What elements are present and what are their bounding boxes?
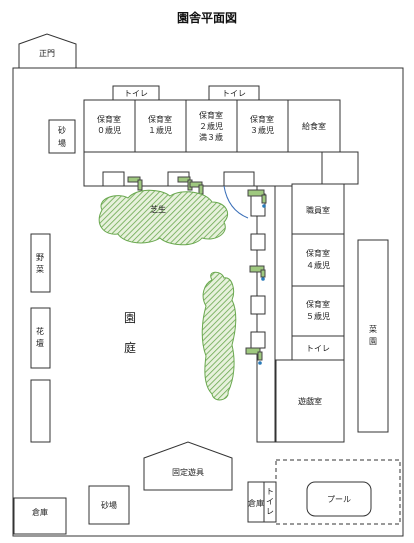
room-3yr: 保育室 ３歳児 <box>236 99 289 153</box>
toilet-bottom: ト イ レ <box>263 481 277 523</box>
staff-room: 職員室 <box>291 183 345 235</box>
svg-text:トイレ: トイレ <box>306 344 330 353</box>
main-gate: 正門 <box>18 33 77 69</box>
svg-text:倉庫: 倉庫 <box>32 507 48 517</box>
svg-text:トイレ: トイレ <box>222 89 246 98</box>
pool-label: プール <box>327 495 351 504</box>
site-boundary <box>12 67 404 537</box>
trees <box>201 271 237 401</box>
svg-text:保育室: 保育室 <box>250 114 274 124</box>
room-2yr-3yr: 保育室 ２歳児 満３歳 <box>185 99 238 153</box>
svg-text:４歳児: ４歳児 <box>306 260 330 270</box>
planter <box>30 379 51 443</box>
corridor-end <box>321 151 359 185</box>
room-4yr: 保育室 ４歳児 <box>291 233 345 287</box>
svg-text:固定遊具: 固定遊具 <box>172 467 204 477</box>
svg-text:トイレ: トイレ <box>124 89 148 98</box>
svg-text:レ: レ <box>266 507 274 516</box>
lawn-label: 芝生 <box>150 204 166 214</box>
storage-left: 倉庫 <box>13 497 67 535</box>
svg-text:野: 野 <box>36 253 44 262</box>
room-1yr: 保育室 １歳児 <box>134 99 187 153</box>
svg-text:砂場: 砂場 <box>101 500 117 510</box>
toilet-top-left: トイレ <box>112 85 160 101</box>
svg-text:場: 場 <box>58 138 66 148</box>
svg-text:イ: イ <box>266 497 274 506</box>
sandbox-bottom: 砂場 <box>88 485 130 525</box>
svg-text:１歳児: １歳児 <box>148 125 172 135</box>
svg-text:保育室: 保育室 <box>306 299 330 309</box>
playroom: 遊戯室 <box>275 359 345 443</box>
svg-text:給食室: 給食室 <box>302 121 326 131</box>
svg-text:満３歳: 満３歳 <box>199 132 223 142</box>
flower-bed: 花 壇 <box>30 307 51 369</box>
sink-v2 <box>250 233 266 251</box>
farm: 菜 園 <box>357 239 389 433</box>
sink-1 <box>102 171 125 187</box>
pool-area: プール <box>275 459 401 525</box>
svg-text:２歳児: ２歳児 <box>199 121 223 131</box>
svg-text:花: 花 <box>36 326 44 336</box>
room-5yr: 保育室 ５歳児 <box>291 285 345 337</box>
page-title: 園舎平面図 <box>177 10 237 25</box>
svg-text:保育室: 保育室 <box>97 114 121 124</box>
svg-text:５歳児: ５歳児 <box>306 311 330 321</box>
svg-text:壇: 壇 <box>36 338 44 348</box>
svg-text:保育室: 保育室 <box>148 114 172 124</box>
svg-text:園: 園 <box>369 337 377 346</box>
faucet-icon <box>247 189 267 208</box>
svg-text:３歳児: ３歳児 <box>250 125 274 135</box>
svg-text:菜: 菜 <box>36 264 44 274</box>
faucet-icon <box>245 347 263 365</box>
lawn: 芝生 <box>98 189 228 246</box>
svg-text:職員室: 職員室 <box>306 205 330 215</box>
sandbox-left: 砂 場 <box>48 119 76 154</box>
toilet-right: トイレ <box>291 335 345 361</box>
room-0yr: 保育室 ０歳児 <box>83 99 136 153</box>
sink-3 <box>223 171 255 187</box>
sink-v3 <box>250 295 266 315</box>
fixed-play-equipment: 固定遊具 <box>143 441 233 491</box>
faucet-icon <box>249 265 266 281</box>
svg-text:保育室: 保育室 <box>306 248 330 258</box>
svg-text:ト: ト <box>266 487 274 496</box>
toilet-top-right: トイレ <box>208 85 260 101</box>
svg-text:菜: 菜 <box>369 324 377 334</box>
svg-text:倉庫: 倉庫 <box>248 498 264 508</box>
kitchen: 給食室 <box>287 99 341 153</box>
sink-v4 <box>250 331 266 349</box>
yard-label-1: 園 <box>124 311 136 325</box>
main-gate-label: 正門 <box>39 49 55 58</box>
svg-text:０歳児: ０歳児 <box>97 125 121 135</box>
yard-label-2: 庭 <box>124 340 136 355</box>
svg-text:保育室: 保育室 <box>199 110 223 120</box>
vegetable-field: 野 菜 <box>30 233 51 293</box>
door-arc <box>223 185 249 219</box>
svg-text:遊戯室: 遊戯室 <box>298 396 322 406</box>
storage-bottom: 倉庫 <box>247 481 265 523</box>
svg-text:砂: 砂 <box>58 125 66 135</box>
